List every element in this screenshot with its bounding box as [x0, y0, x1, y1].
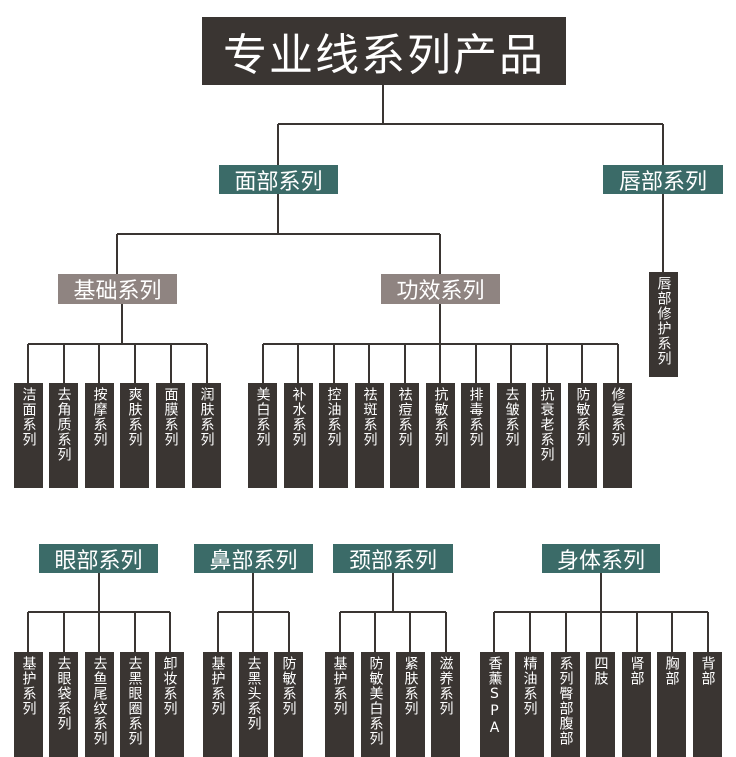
group-effect: 功效系列 — [381, 274, 500, 304]
leaf-body-2: 精油系列 — [515, 652, 544, 757]
leaf-basic-6: 润肤系列 — [192, 383, 221, 488]
leaf-body-6: 胸部 — [657, 652, 686, 757]
leaf-lip-1: 唇部修护系列 — [649, 272, 678, 377]
leaf-body-4: 四肢 — [586, 652, 615, 757]
group-lip: 唇部系列 — [603, 165, 723, 195]
leaf-effect-1: 美白系列 — [248, 383, 277, 488]
leaf-neck-1: 基护系列 — [325, 652, 354, 757]
leaf-basic-1: 洁面系列 — [14, 383, 43, 488]
leaf-body-1: 香薰SPA — [480, 652, 509, 757]
leaf-eye-4: 去黑眼圈系列 — [120, 652, 149, 757]
leaf-basic-2: 去角质系列 — [49, 383, 78, 488]
leaf-body-7: 背部 — [693, 652, 722, 757]
leaf-effect-6: 抗敏系列 — [426, 383, 455, 488]
group-body: 身体系列 — [542, 544, 660, 574]
group-eye: 眼部系列 — [39, 544, 158, 574]
leaf-effect-4: 祛斑系列 — [355, 383, 384, 488]
leaf-effect-11: 修复系列 — [603, 383, 632, 488]
leaf-effect-3: 控油系列 — [319, 383, 348, 488]
leaf-neck-2: 防敏美白系列 — [361, 652, 390, 757]
group-nose: 鼻部系列 — [194, 544, 313, 574]
leaf-effect-5: 祛痘系列 — [390, 383, 419, 488]
leaf-nose-1: 基护系列 — [203, 652, 232, 757]
leaf-neck-4: 滋养系列 — [431, 652, 460, 757]
group-face: 面部系列 — [219, 165, 338, 195]
leaf-eye-1: 基护系列 — [14, 652, 43, 757]
leaf-nose-2: 去黑头系列 — [239, 652, 268, 757]
leaf-effect-8: 去皱系列 — [497, 383, 526, 488]
leaf-basic-5: 面膜系列 — [156, 383, 185, 488]
leaf-effect-2: 补水系列 — [284, 383, 313, 488]
leaf-basic-4: 爽肤系列 — [120, 383, 149, 488]
diagram-title: 专业线系列产品 — [202, 17, 566, 85]
leaf-eye-3: 去鱼尾纹系列 — [85, 652, 114, 757]
leaf-nose-3: 防敏系列 — [274, 652, 303, 757]
leaf-eye-5: 卸妆系列 — [155, 652, 184, 757]
leaf-body-3: 系列臀部腹部 — [551, 652, 580, 757]
group-neck: 颈部系列 — [333, 544, 453, 574]
leaf-effect-10: 防敏系列 — [568, 383, 597, 488]
group-basic: 基础系列 — [58, 274, 177, 304]
leaf-effect-7: 排毒系列 — [461, 383, 490, 488]
leaf-eye-2: 去眼袋系列 — [49, 652, 78, 757]
leaf-effect-9: 抗衰老系列 — [532, 383, 561, 488]
leaf-neck-3: 紧肤系列 — [396, 652, 425, 757]
leaf-body-5: 肾部 — [622, 652, 651, 757]
leaf-basic-3: 按摩系列 — [85, 383, 114, 488]
